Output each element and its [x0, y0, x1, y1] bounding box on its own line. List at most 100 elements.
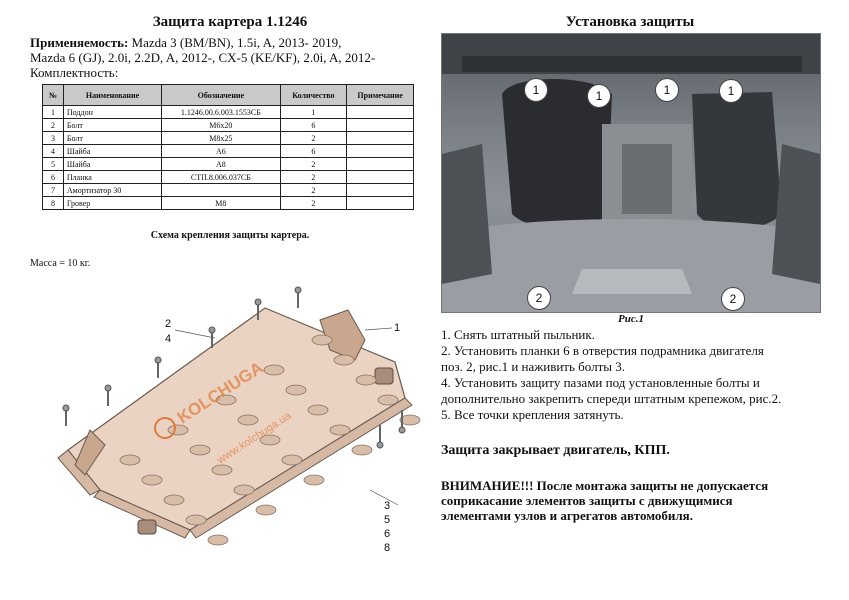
- cell-number: 4: [42, 144, 64, 158]
- cell-number: 7: [42, 183, 64, 197]
- cell-designation: А6: [161, 144, 281, 158]
- install-title: Установка защиты: [565, 14, 695, 30]
- rib: [329, 424, 351, 436]
- cell-quantity: 1: [279, 105, 348, 119]
- rib: [303, 474, 325, 486]
- applicability-text-2: Mazda 6 (GJ), 2.0i, 2.2D, A, 2012-, CX-5…: [30, 50, 376, 65]
- applicability-text-1: Mazda 3 (BM/BN), 1.5i, A, 2013- 2019,: [128, 35, 342, 50]
- engine-underside-image: [442, 34, 820, 312]
- rib: [399, 414, 421, 426]
- rib: [185, 514, 207, 526]
- spec-table: № Наименование Обозначение Количество Пр…: [42, 84, 414, 210]
- col-header-note: Примечание: [346, 84, 414, 106]
- cell-quantity: 2: [279, 183, 348, 197]
- col-header-number: №: [42, 84, 64, 106]
- cell-designation: А8: [161, 157, 281, 171]
- diagram-label-1: 1: [394, 322, 401, 334]
- step-line-5: дополнительно закрепить спереди штатным …: [441, 391, 782, 406]
- diagram-label-4: 4: [165, 333, 172, 345]
- cell-note: [346, 131, 414, 145]
- photo-callout-1b: 1: [587, 84, 611, 108]
- rib: [215, 394, 237, 406]
- kit-label: Комплектность:: [30, 65, 119, 80]
- col-header-quantity: Количество: [279, 84, 348, 106]
- cell-note: [346, 144, 414, 158]
- cell-note: [346, 157, 414, 171]
- cell-quantity: 2: [279, 196, 348, 210]
- warning-line-3: элементами узлов и агрегатов автомобиля.: [441, 508, 693, 523]
- cell-designation: 1.1246.00.6.003.1553СБ: [161, 105, 281, 119]
- diagram-label-5: 5: [384, 514, 391, 526]
- cell-designation: М6х20: [161, 118, 281, 132]
- skid-plate-drawing: [57, 307, 413, 539]
- cell-designation: [161, 183, 281, 197]
- cell-quantity: 2: [279, 131, 348, 145]
- rib: [263, 364, 285, 376]
- cell-quantity: 6: [279, 144, 348, 158]
- warning-block: ВНИМАНИЕ!!! После монтажа защиты не допу…: [441, 478, 768, 523]
- cell-quantity: 6: [279, 118, 348, 132]
- cell-name: Гровер: [62, 196, 163, 210]
- cell-number: 8: [42, 196, 64, 210]
- rib: [119, 454, 141, 466]
- bolts: [62, 286, 406, 449]
- cell-name: Поддон: [62, 105, 163, 119]
- cell-name: Болт: [62, 118, 163, 132]
- cell-name: Шайба: [62, 144, 163, 158]
- photo-callout-1a: 1: [524, 78, 548, 102]
- rib: [163, 494, 185, 506]
- applicability-label: Применяемость:: [30, 35, 129, 50]
- cell-note: [346, 105, 414, 119]
- cell-number: 6: [42, 170, 64, 184]
- diagram-label-6: 6: [384, 528, 391, 540]
- cell-name: Планка: [62, 170, 163, 184]
- cell-designation: М8х25: [161, 131, 281, 145]
- step-line-4: 4. Установить защиту пазами под установл…: [441, 375, 760, 390]
- cell-note: [346, 183, 414, 197]
- photo-callout-2b: 2: [721, 287, 745, 311]
- photo-callout-1d: 1: [719, 79, 743, 103]
- col-header-designation: Обозначение: [161, 84, 281, 106]
- figure-caption: Рис.1: [618, 313, 644, 325]
- scheme-caption: Схема крепления защиты картера.: [150, 230, 310, 241]
- page-title: Защита картера 1.1246: [152, 14, 308, 30]
- cell-note: [346, 170, 414, 184]
- rib: [211, 464, 233, 476]
- cell-note: [346, 196, 414, 210]
- cell-name: Шайба: [62, 157, 163, 171]
- install-steps: 1. Снять штатный пыльник. 2. Установить …: [441, 327, 781, 423]
- step-line-6: 5. Все точки крепления затянуть.: [441, 407, 624, 422]
- install-photo: 1 1 1 1 2 2: [441, 33, 821, 313]
- mass-text: Масса = 10 кг.: [30, 258, 91, 269]
- cell-number: 3: [42, 131, 64, 145]
- rib: [281, 454, 303, 466]
- rib: [255, 504, 277, 516]
- step-line-2: 2. Установить планки 6 в отверстия подра…: [441, 343, 764, 358]
- cell-designation: М8: [161, 196, 281, 210]
- cell-note: [346, 118, 414, 132]
- rib: [189, 444, 211, 456]
- rib: [355, 374, 377, 386]
- rib: [311, 334, 333, 346]
- mounting-diagram: KOLCHUGA www.kolchuga.ua: [57, 286, 421, 546]
- rib: [307, 404, 329, 416]
- rib: [141, 474, 163, 486]
- leader-lines: [174, 327, 399, 506]
- diagram-label-3: 3: [384, 500, 391, 512]
- photo-callout-2a: 2: [527, 286, 551, 310]
- step-line-1: 1. Снять штатный пыльник.: [441, 327, 595, 342]
- rib: [259, 434, 281, 446]
- diagram-label-8: 8: [384, 542, 391, 554]
- spec-header-row: № Наименование Обозначение Количество Пр…: [42, 84, 414, 106]
- rib: [285, 384, 307, 396]
- rib: [333, 354, 355, 366]
- photo-callout-1c: 1: [655, 78, 679, 102]
- stamped-ribs: [119, 334, 421, 546]
